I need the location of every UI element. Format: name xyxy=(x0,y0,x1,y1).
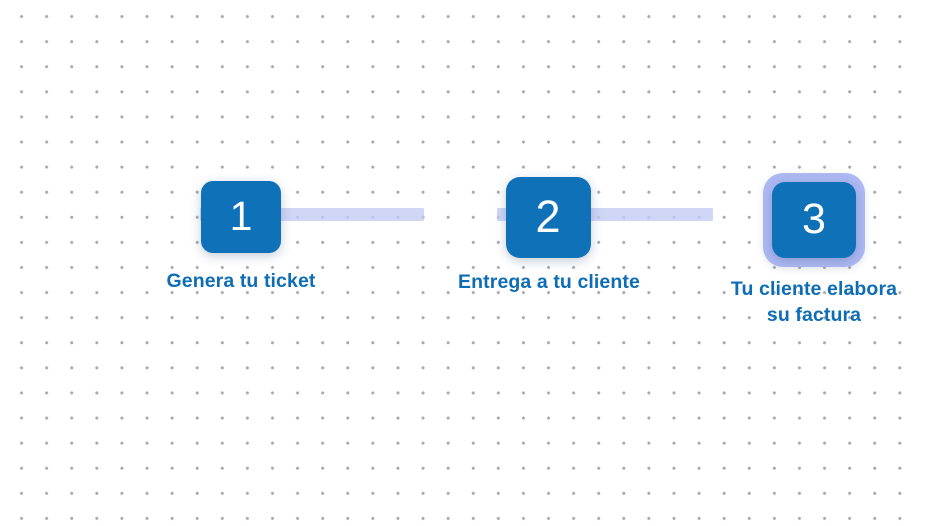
step-1-number-box[interactable]: 1 xyxy=(201,181,281,253)
step-3-label: Tu cliente elabora su factura xyxy=(730,278,898,326)
step-2-number: 2 xyxy=(535,191,561,242)
flow-step-3[interactable]: 3 Tu cliente elabora su factura xyxy=(704,173,924,328)
step-2-number-box[interactable]: 2 xyxy=(505,177,591,258)
step-3-number: 3 xyxy=(802,194,826,243)
step-2-label: Entrega a tu cliente xyxy=(458,271,640,293)
step-3-number-box[interactable]: 3 xyxy=(772,182,856,258)
flow-step-1[interactable]: 1 Genera tu ticket xyxy=(126,181,356,295)
step-1-number: 1 xyxy=(229,192,253,239)
step-1-label: Genera tu ticket xyxy=(166,270,316,292)
step-3-highlight-ring: 3 xyxy=(763,173,865,267)
flow-step-2[interactable]: 2 Entrega a tu cliente xyxy=(417,177,679,296)
